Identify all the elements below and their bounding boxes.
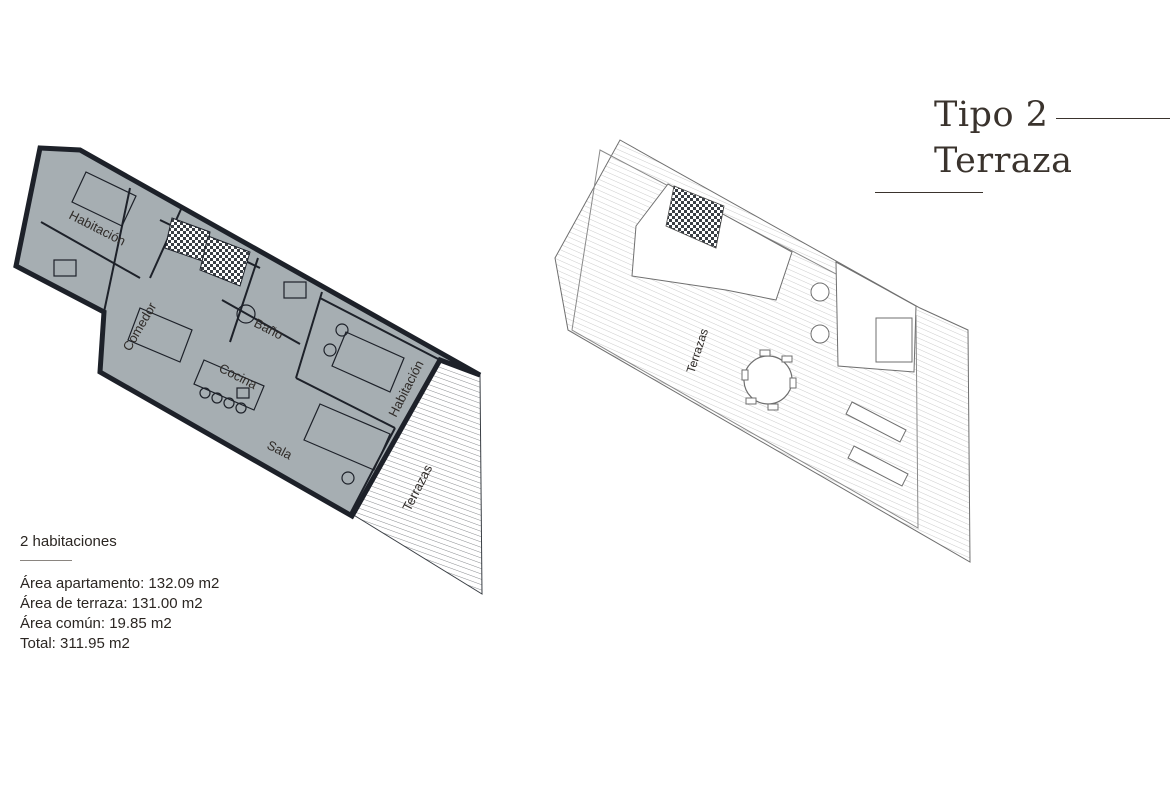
title-line-1: Tipo 2	[934, 95, 1049, 135]
title-rule-top	[1056, 118, 1170, 119]
title-line-2: Terraza	[934, 141, 1073, 181]
rooftop-box	[875, 317, 913, 363]
rooftop-tiles	[665, 185, 725, 249]
rooftop-inner-outline	[571, 149, 919, 529]
tiled-core-2	[199, 235, 251, 287]
rooftop-plan: Terrazas	[554, 139, 971, 563]
apartment-plan: Habitación Comedor Baño Cocina Sala Habi…	[13, 145, 483, 595]
bedrooms-count: 2 habitaciones	[20, 533, 117, 550]
apartment-floor	[13, 145, 482, 520]
info-separator	[20, 560, 72, 561]
furniture	[53, 171, 405, 485]
rooftop-lounger-2	[847, 445, 909, 487]
rooftop-round-table	[743, 355, 793, 405]
title-block: Tipo 2 Terraza	[934, 92, 1072, 184]
rooftop-planter-1	[810, 282, 830, 302]
rooftop-lounger-1	[845, 401, 907, 443]
area-apartment: Área apartamento: 132.09 m2	[20, 575, 220, 592]
title-rule-bottom	[875, 192, 983, 193]
area-info: 2 habitaciones Área apartamento: 132.09 …	[20, 533, 219, 654]
rooftop-chairs	[741, 349, 797, 411]
area-total: Total: 311.95 m2	[20, 635, 130, 652]
area-common: Área común: 19.85 m2	[20, 615, 172, 632]
area-terrace: Área de terraza: 131.00 m2	[20, 595, 203, 612]
rooftop-planter-2	[810, 324, 830, 344]
